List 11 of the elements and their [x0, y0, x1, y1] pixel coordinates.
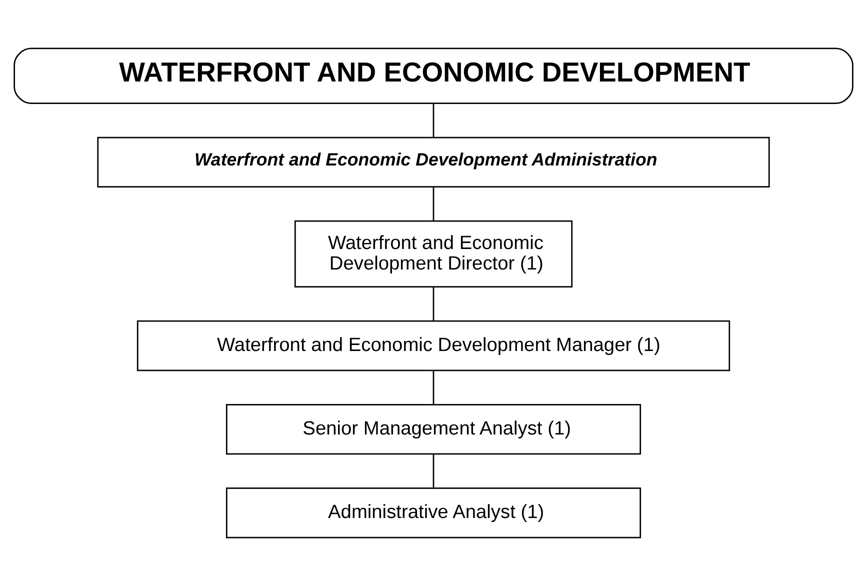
node-box: Administrative Analyst (1) [226, 488, 642, 538]
connector [432, 454, 434, 488]
node-box: Waterfront and Economic Development Director (1) [294, 220, 573, 288]
node-box: WATERFRONT AND ECONOMIC DEVELOPMENT [14, 48, 854, 104]
connector [432, 370, 434, 404]
node-box: Senior Management Analyst (1) [226, 404, 642, 455]
node-box: Waterfront and Economic Development Manager (1) [136, 320, 730, 372]
connector [432, 186, 434, 221]
node-box: Waterfront and Economic Development Administration [97, 136, 770, 188]
connector [432, 286, 434, 321]
connector [432, 104, 434, 138]
